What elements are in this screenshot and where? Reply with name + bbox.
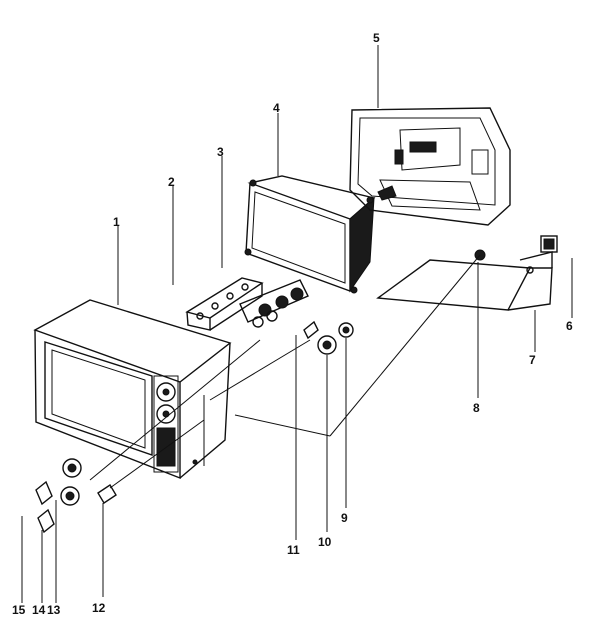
- label-part-6: 6: [566, 319, 573, 333]
- terminal-board: [185, 277, 264, 331]
- label-part-7: 7: [529, 353, 536, 367]
- picture-tube: [244, 175, 376, 294]
- label-part-1: 1: [113, 215, 120, 229]
- knob-10: [317, 335, 337, 355]
- label-part-10: 10: [318, 535, 332, 549]
- rear-cover: [349, 107, 511, 226]
- cylinder-part: [97, 484, 117, 504]
- label-part-12: 12: [92, 601, 106, 615]
- assembly-lines: [21, 45, 573, 603]
- front-cabinet: [33, 299, 232, 480]
- label-part-5: 5: [373, 31, 380, 45]
- button-15: [35, 480, 53, 506]
- label-part-4: 4: [273, 101, 280, 115]
- label-part-2: 2: [168, 175, 175, 189]
- button-14: [37, 508, 55, 534]
- bottom-plate: [376, 251, 553, 311]
- label-part-3: 3: [217, 145, 224, 159]
- knob-13: [60, 458, 82, 506]
- label-part-11: 11: [287, 543, 300, 557]
- connector-block: [540, 235, 558, 253]
- knob-9: [338, 322, 354, 338]
- label-part-14: 14: [32, 603, 46, 617]
- label-part-9: 9: [341, 511, 348, 525]
- shaft-part: [303, 320, 319, 340]
- part-number-labels: 1 2 3 4 5 6 7 8 9 10 11 12 13 14 15: [12, 31, 573, 617]
- control-bracket: [239, 279, 309, 328]
- label-part-8: 8: [473, 401, 480, 415]
- label-part-13: 13: [47, 603, 61, 617]
- label-part-15: 15: [12, 603, 26, 617]
